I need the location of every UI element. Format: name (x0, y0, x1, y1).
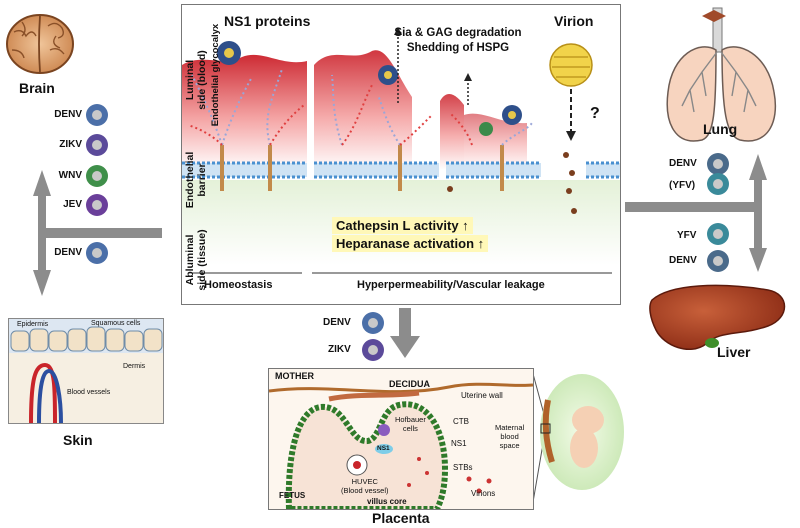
uterine-wall-label: Uterine wall (461, 391, 503, 400)
question-mark: ? (590, 105, 600, 122)
epidermis-label: Epidermis (17, 321, 49, 328)
homeostasis-label: Homeostasis (204, 279, 273, 291)
lung-illustration (666, 7, 777, 142)
huvec-label: HUVEC(Blood vessel) (341, 477, 389, 495)
down-gray-arrow (390, 308, 420, 358)
virus-label-left-4: JEV (63, 199, 82, 210)
virus-label-left-5: DENV (54, 247, 82, 258)
degradation-line-2: Shedding of HSPG (406, 42, 510, 54)
virion-title: Virion (554, 13, 594, 29)
virus-label-bottom-1: DENV (323, 317, 351, 328)
cathepsin-text: Cathepsin L activity ↑ (332, 217, 473, 234)
skin-label: Skin (63, 432, 93, 448)
virus-icons-left (86, 104, 108, 264)
villus-core-label: villus core (367, 497, 407, 506)
ns1-title: NS1 proteins (224, 13, 311, 29)
virus-label-left-3: WNV (58, 170, 82, 181)
brain-label: Brain (19, 80, 55, 96)
placenta-drawing (269, 369, 533, 509)
virus-label-left-1: DENV (54, 109, 82, 120)
placenta-panel: MOTHER DECIDUA Uterine wall CTB Hofbauer… (268, 368, 534, 510)
leaking-virions (447, 152, 577, 214)
hyperpermeability-label: Hyperpermeability/Vascular leakage (357, 279, 545, 291)
ns1-proteins (217, 41, 522, 136)
virus-label-right-1: DENV (669, 158, 697, 169)
decidua-label: DECIDUA (389, 379, 431, 389)
degradation-line-1: Sia & GAG degradation (394, 27, 522, 39)
fetus-label: FETUS (279, 491, 306, 500)
lung-label: Lung (703, 121, 738, 137)
right-gray-arrow (625, 154, 767, 272)
virus-icons-right (707, 153, 729, 272)
skin-drawing (9, 319, 163, 423)
mother-label: MOTHER (275, 371, 314, 381)
ctb-label: CTB (453, 417, 469, 426)
glycocalyx-label: Endothelial glycocalyx (210, 23, 221, 127)
virus-label-bottom-2: ZIKV (328, 344, 351, 355)
virus-label-left-2: ZIKV (59, 139, 82, 150)
membrane-bilayer (182, 161, 620, 179)
dermis-label: Dermis (123, 363, 146, 370)
skin-panel: Epidermis Squamous cells Dermis Blood ve… (8, 318, 164, 424)
virions-label: Virions (471, 489, 496, 498)
left-gray-arrow (33, 170, 162, 296)
stbs-label: STBs (453, 463, 473, 472)
brain-illustration (6, 14, 74, 74)
squamous-label: Squamous cells (91, 320, 141, 327)
ns1-side-label: NS1 (451, 439, 467, 448)
endothelium-panel: NS1 proteins Virion Sia & GAG degradatio… (181, 4, 621, 305)
blood-vessels-label: Blood vessels (67, 389, 111, 396)
placenta-label: Placenta (372, 510, 430, 526)
fetus-illustration (531, 369, 624, 509)
virus-icons-bottom (362, 312, 384, 361)
virus-label-right-3: YFV (677, 230, 697, 241)
virus-label-right-4: DENV (669, 255, 697, 266)
proteoglycan-stalks (220, 145, 504, 191)
glycan-chains (187, 68, 533, 146)
ns1-blob-label: NS1 (377, 445, 390, 452)
virus-label-right-2: (YFV) (669, 180, 696, 191)
liver-illustration (649, 284, 786, 351)
virion-particle (549, 43, 593, 141)
liver-label: Liver (717, 344, 751, 360)
heparanase-text: Heparanase activation ↑ (332, 235, 489, 252)
